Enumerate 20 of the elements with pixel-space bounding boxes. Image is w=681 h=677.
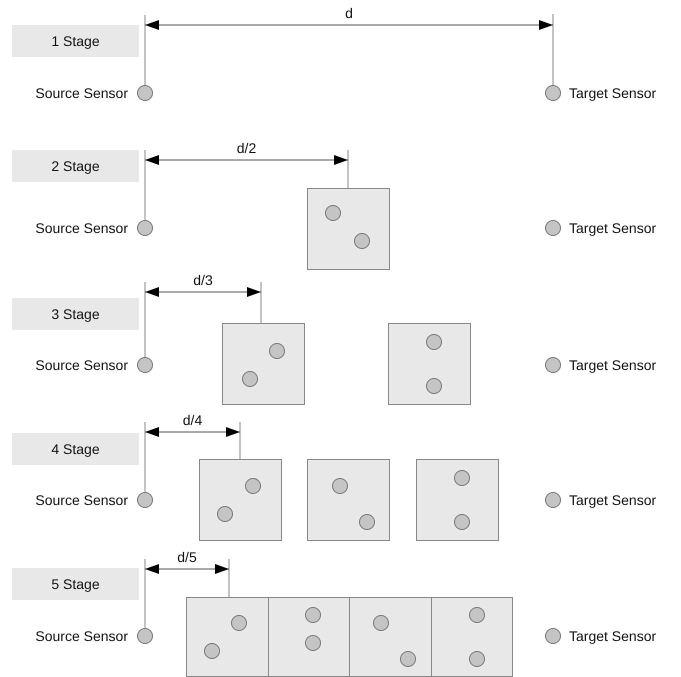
- stage-label: 4 Stage: [12, 433, 139, 465]
- dimension-label: d/4: [182, 412, 202, 428]
- stage-label: 2 Stage: [12, 150, 139, 182]
- sensor-label: Source Sensor: [35, 220, 128, 236]
- sensor-label: Source Sensor: [35, 492, 128, 508]
- stage-label: 5 Stage: [12, 568, 139, 600]
- dimension-label: d/5: [177, 549, 197, 565]
- stage-label: 1 Stage: [12, 25, 139, 57]
- sensor-label: Target Sensor: [569, 85, 656, 101]
- dimension-label: d/2: [236, 140, 256, 156]
- sensor-label: Target Sensor: [569, 357, 656, 373]
- sensor-label: Source Sensor: [35, 85, 128, 101]
- sensor-label: Target Sensor: [569, 492, 656, 508]
- sensor-label: Source Sensor: [35, 628, 128, 644]
- dimension-label: d/3: [193, 272, 213, 288]
- sensor-label: Source Sensor: [35, 357, 128, 373]
- dimension-label: d: [345, 5, 353, 21]
- sensor-label: Target Sensor: [569, 220, 656, 236]
- stage-label: 3 Stage: [12, 298, 139, 330]
- sensor-label: Target Sensor: [569, 628, 656, 644]
